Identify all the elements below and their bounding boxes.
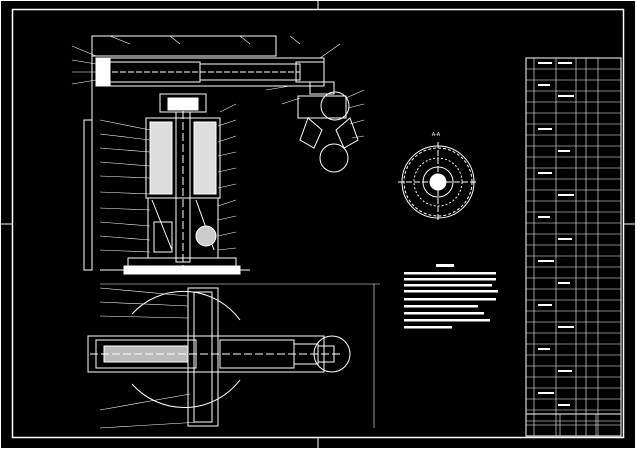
section-label: A-A (432, 132, 441, 138)
technical-notes (404, 264, 498, 329)
section-view: A-A (398, 132, 478, 222)
plan-view (87, 283, 380, 429)
title-block (525, 413, 622, 437)
parts-list-rows (526, 68, 621, 422)
notes-heading (436, 264, 454, 267)
elevation-view (71, 35, 365, 275)
inner-frame (11, 8, 625, 439)
parts-list (525, 57, 622, 437)
parts-list-text-marks (538, 62, 574, 406)
